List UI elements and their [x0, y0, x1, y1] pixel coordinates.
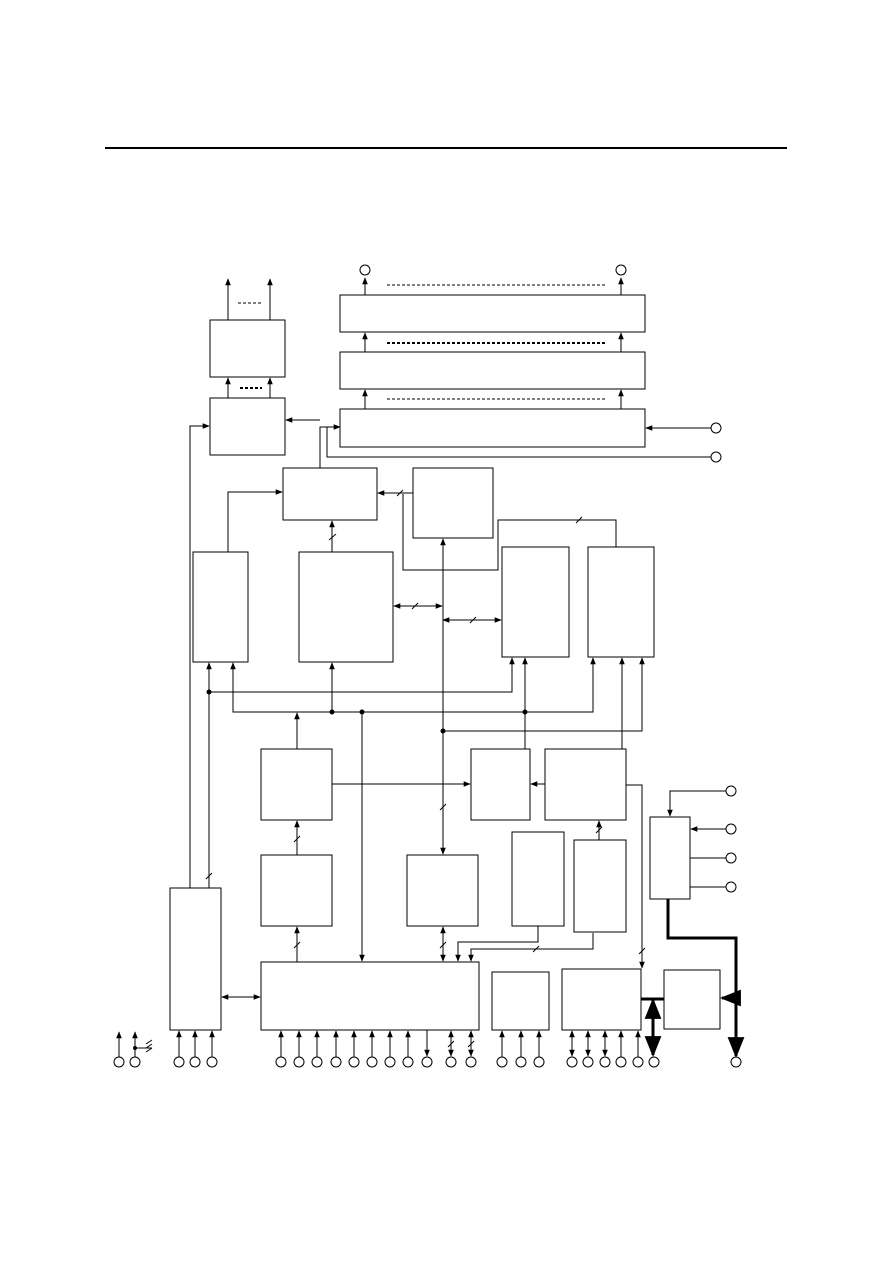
left-tall-block: [169, 887, 222, 1031]
pin-circle: [293, 1056, 305, 1068]
pin-circle: [206, 1056, 218, 1068]
pin-circle: [330, 1056, 342, 1068]
bus-slash: [532, 945, 540, 953]
bus-slash: [439, 941, 447, 949]
pin-circle: [496, 1056, 508, 1068]
bottom-mid-block: [561, 968, 642, 1031]
bottom-right-block: [663, 969, 721, 1030]
pin-circle: [402, 1056, 414, 1068]
tall-block-b: [573, 839, 627, 933]
bus-slash: [396, 489, 404, 497]
pin-circle: [445, 1056, 457, 1068]
pin-circle: [359, 264, 371, 276]
ground-symbol: [135, 1039, 153, 1053]
bus-slash: [595, 826, 603, 834]
center-right-block: [406, 854, 479, 927]
pin-circle: [173, 1056, 185, 1068]
ctrl-block: [282, 467, 378, 521]
pin-circle: [533, 1056, 545, 1068]
bus-slash: [447, 1040, 455, 1048]
seg-driver-mid: [339, 351, 646, 390]
signal-line: [319, 426, 327, 468]
side-block: [649, 816, 691, 900]
bus-slash: [411, 602, 419, 610]
tall-block-a: [511, 831, 565, 927]
bus-slash: [467, 1040, 475, 1048]
small-block-a: [470, 748, 531, 821]
out-reg-top: [209, 319, 286, 378]
pin-circle: [730, 1056, 742, 1068]
pin-circle: [366, 1056, 378, 1068]
pin-circle: [189, 1056, 201, 1068]
signal-line: [326, 424, 711, 458]
signal-line: [209, 657, 515, 693]
bottom-small-block: [491, 971, 550, 1031]
pin-circle: [348, 1056, 360, 1068]
center-left-block: [260, 748, 333, 821]
junction-dot: [522, 709, 528, 715]
small-right-block: [412, 467, 494, 539]
pin-circle: [129, 1056, 141, 1068]
bus-slash: [575, 516, 583, 524]
pin-circle: [648, 1056, 660, 1068]
bus-slash: [328, 533, 337, 541]
pin-circle: [725, 823, 737, 835]
ram-block-a: [501, 546, 570, 658]
bottom-pin-row: [113, 1030, 742, 1068]
pin-circle: [615, 1056, 627, 1068]
rom-block: [298, 551, 394, 663]
pin-circle: [582, 1056, 594, 1068]
signal-line: [455, 926, 539, 962]
pin-circle: [710, 451, 722, 463]
signal-line: [230, 657, 596, 713]
small-block-b: [544, 748, 627, 821]
pin-circle: [421, 1056, 433, 1068]
decoder-block: [209, 397, 286, 456]
pin-circle: [515, 1056, 527, 1068]
signal-line: [402, 494, 617, 571]
bus-slash: [205, 872, 213, 880]
pin-circle: [599, 1056, 611, 1068]
pin-circle: [311, 1056, 323, 1068]
pin-circle: [275, 1056, 287, 1068]
pin-circle: [725, 785, 737, 797]
left-mid-block: [192, 551, 249, 663]
signal-line: [667, 790, 727, 817]
pin-circle: [725, 852, 737, 864]
signal-line: [468, 933, 594, 962]
pin-circle: [725, 881, 737, 893]
bus-slash: [439, 803, 447, 811]
junction-dot: [733, 995, 739, 1001]
junction-dot: [329, 709, 335, 715]
bus-slash: [638, 947, 646, 955]
signal-line: [227, 489, 283, 552]
signal-line: [443, 657, 645, 732]
pin-circle: [465, 1056, 477, 1068]
pin-circle: [710, 422, 722, 434]
pin-circle: [384, 1056, 396, 1068]
junction-dot: [206, 689, 212, 695]
signal-line: [189, 423, 210, 888]
center-mid-block: [260, 854, 333, 927]
pin-circle: [615, 264, 627, 276]
pin-circle: [566, 1056, 578, 1068]
pin-circle: [113, 1056, 125, 1068]
bus-slash: [293, 835, 301, 843]
bus-slash: [293, 941, 301, 949]
junction-dot: [440, 728, 446, 734]
pin-circle: [632, 1056, 644, 1068]
seg-driver-bottom: [339, 408, 646, 448]
ram-block-b: [587, 546, 655, 658]
bus-slash: [469, 616, 477, 624]
seg-driver-top: [339, 294, 646, 333]
junction-dot: [359, 709, 365, 715]
signal-line: [626, 784, 645, 969]
wide-bottom-block: [260, 961, 480, 1031]
thick-bus: [666, 899, 738, 1055]
